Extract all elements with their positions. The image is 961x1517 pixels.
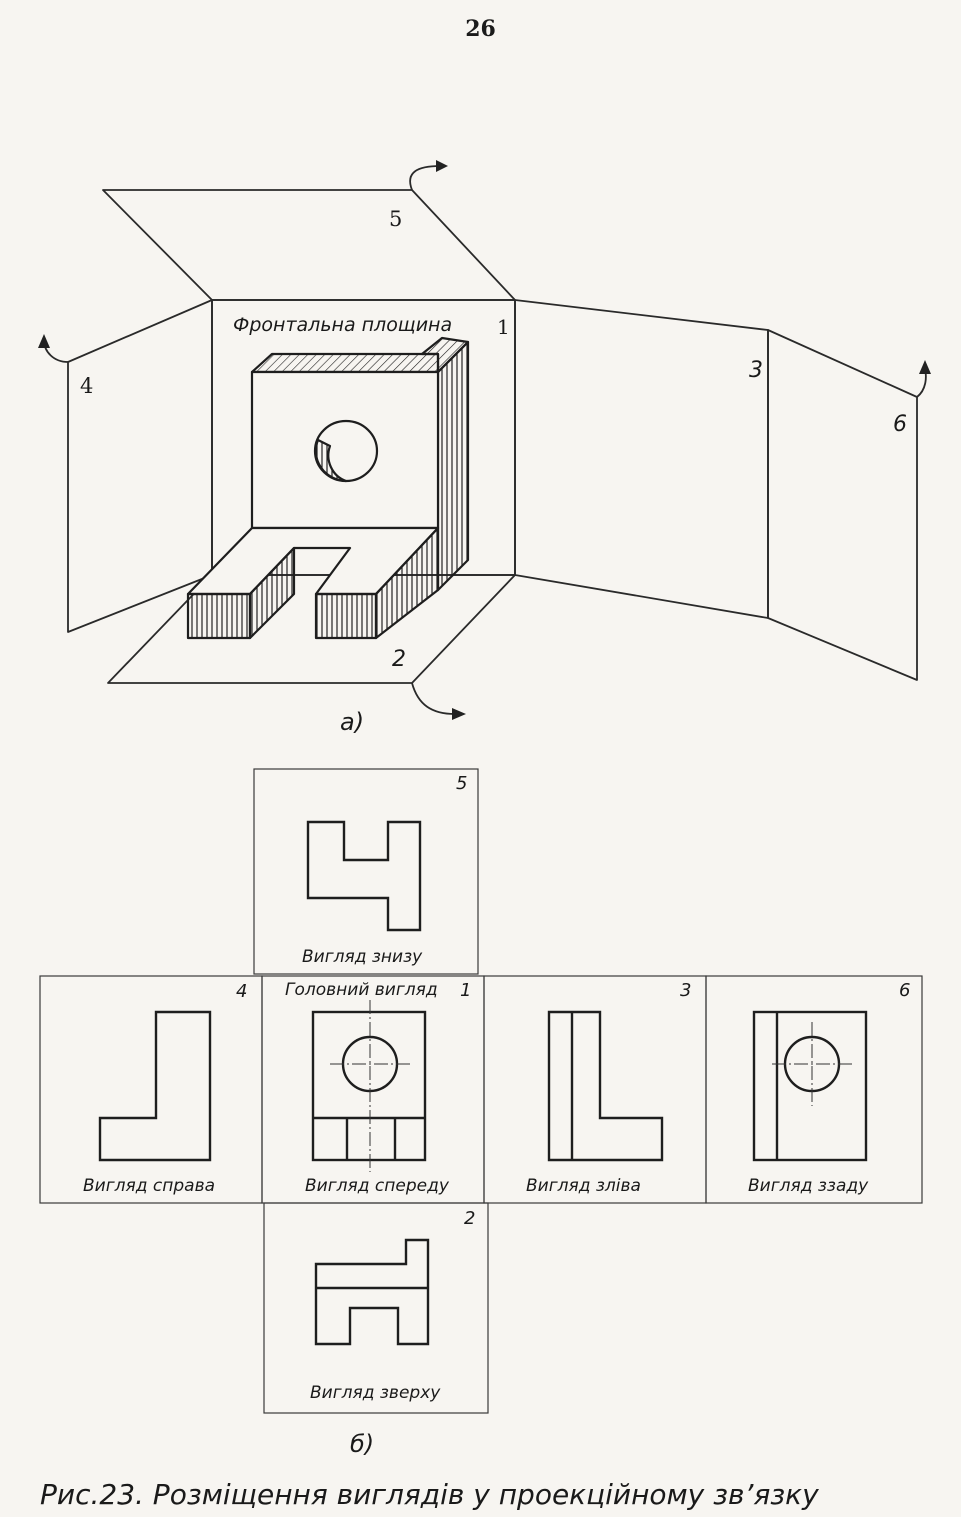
- plane-number-1: 1: [497, 315, 510, 339]
- caption-a: а): [340, 708, 364, 736]
- view-number-4: 4: [236, 981, 247, 1002]
- wall-top-cap: [420, 336, 470, 374]
- plane-6-back: [767, 329, 918, 681]
- view-label-5: Вигляд знизу: [302, 947, 423, 967]
- fold-arrow-top: [409, 165, 441, 191]
- wall-top-face: [250, 352, 440, 374]
- view-6-outline: [752, 1010, 868, 1162]
- view-1-outline: [311, 1010, 427, 1162]
- part-b-labels: 5 Вигляд знизу 4 Вигляд справа Головний …: [83, 773, 910, 1458]
- plane-number-5: 5: [389, 207, 402, 231]
- part-isometric: [186, 336, 470, 640]
- arrowhead-right: [919, 360, 931, 374]
- page-number: 26: [465, 16, 496, 42]
- view-4-outline: [98, 1010, 212, 1162]
- view-label-4: Вигляд справа: [83, 1176, 215, 1196]
- view-5-outline: [306, 820, 422, 932]
- view-number-2: 2: [464, 1208, 475, 1229]
- arrowhead-left: [38, 334, 50, 348]
- view-top-label-1: Головний вигляд: [285, 980, 438, 1000]
- hole-shading: [314, 438, 348, 483]
- base-front-left: [186, 592, 252, 640]
- view-label-3: Вигляд зліва: [526, 1176, 641, 1196]
- arrowhead-top: [436, 160, 448, 172]
- box-unfolding-diagram: [38, 160, 931, 720]
- view-frame-2: [263, 1202, 489, 1414]
- part-a-labels: Фронтальна площина 1 2 3 4 5 6 а): [80, 207, 907, 736]
- arrowhead-bottom: [452, 708, 466, 720]
- view-number-3: 3: [680, 980, 691, 1001]
- views-layout: [39, 768, 923, 1414]
- plane-number-3: 3: [749, 358, 763, 383]
- wall-side-face: [436, 340, 470, 592]
- plane-4-left: [67, 299, 213, 633]
- plane-3-right: [514, 299, 769, 619]
- view-label-1: Вигляд спереду: [305, 1176, 450, 1196]
- plane-number-6: 6: [893, 412, 907, 437]
- view-frame-1: [261, 975, 485, 1204]
- figure-caption: Рис.23. Розміщення виглядів у проекційно…: [40, 1478, 819, 1511]
- caption-b: б): [350, 1430, 374, 1458]
- view-frame-3: [483, 975, 707, 1204]
- view-number-5: 5: [456, 773, 467, 794]
- plane-5-top: [102, 189, 516, 301]
- fold-arrow-bottom: [411, 682, 456, 715]
- base-right-side: [374, 526, 440, 640]
- view-frame-4: [39, 975, 263, 1204]
- view-frame-5: [253, 768, 479, 975]
- view-frame-6: [705, 975, 923, 1204]
- view-2-outline: [314, 1238, 430, 1346]
- view-3-outline: [547, 1010, 664, 1162]
- centre-lines: [330, 1000, 852, 1172]
- frontal-plane-label: Фронтальна площина: [233, 314, 452, 336]
- view-number-6: 6: [899, 980, 910, 1001]
- plane-number-2: 2: [392, 647, 406, 672]
- view-number-1: 1: [460, 980, 471, 1001]
- views-geometry: [98, 820, 868, 1346]
- base-front-right: [314, 592, 378, 640]
- plane-number-4: 4: [80, 374, 93, 398]
- view-label-6: Вигляд ззаду: [748, 1176, 869, 1196]
- view-label-2: Вигляд зверху: [310, 1383, 441, 1403]
